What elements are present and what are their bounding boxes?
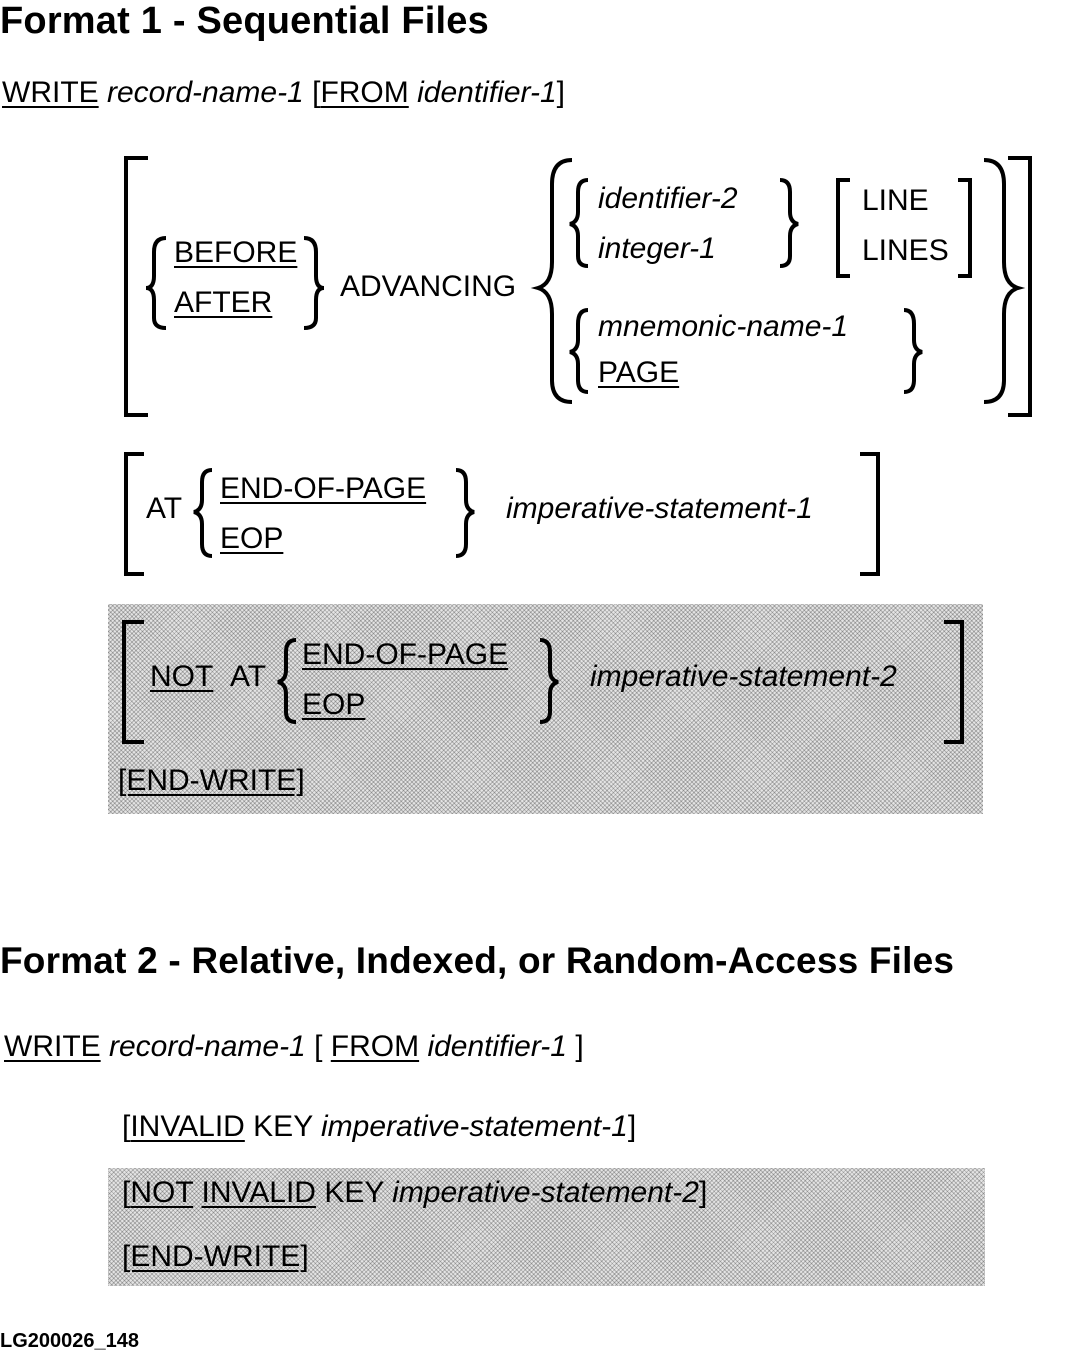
close-bracket: ] xyxy=(575,1030,584,1063)
imperative-statement-2: imperative-statement-2 xyxy=(392,1176,699,1209)
open-bracket: [ xyxy=(314,1030,323,1063)
before-after-left-brace xyxy=(145,236,167,330)
format2-syntax-line: WRITE record-name-1 [ FROM identifier-1 … xyxy=(4,1030,584,1064)
key-keyword: KEY xyxy=(253,1110,313,1143)
not-at-eop-left-brace xyxy=(277,638,297,724)
record-name-1: record-name-1 xyxy=(109,1030,306,1063)
not-keyword: NOT xyxy=(130,1176,194,1209)
at-keyword: AT xyxy=(146,492,183,525)
figure-id: LG200026_148 xyxy=(0,1330,140,1352)
identifier-2: identifier-2 xyxy=(598,182,738,215)
open-bracket: [ xyxy=(122,1176,131,1209)
not-end-of-page-keyword: END-OF-PAGE xyxy=(302,638,509,671)
not-at-eop-right-bracket xyxy=(944,620,964,744)
after-keyword: AFTER xyxy=(174,286,273,319)
integer-1: integer-1 xyxy=(598,232,716,265)
eop-keyword: EOP xyxy=(220,522,284,555)
ident-integer-left-brace xyxy=(569,178,589,268)
from-keyword: FROM xyxy=(320,76,409,109)
page-keyword: PAGE xyxy=(598,356,680,389)
advancing-keyword: ADVANCING xyxy=(340,270,517,303)
close-bracket: ] xyxy=(698,1176,708,1209)
invalid-keyword: INVALID xyxy=(130,1110,245,1143)
end-write-format1: [END-WRITE] xyxy=(118,764,305,797)
not-invalid-key-shading xyxy=(108,1168,985,1286)
mnemonic-page-left-brace xyxy=(569,308,589,394)
format2-heading: Format 2 - Relative, Indexed, or Random-… xyxy=(0,940,955,981)
at-eop-left-brace xyxy=(193,468,213,558)
open-bracket: [ xyxy=(312,76,321,109)
lines-keyword: LINES xyxy=(862,234,949,267)
invalid-key-clause: [INVALID KEY imperative-statement-1] xyxy=(122,1110,636,1144)
close-bracket: ] xyxy=(556,76,565,109)
identifier-1: identifier-1 xyxy=(427,1030,567,1063)
at-eop-right-bracket xyxy=(860,452,880,576)
from-keyword: FROM xyxy=(330,1030,420,1063)
not-at-eop-left-bracket xyxy=(122,620,144,744)
mnemonic-page-right-brace xyxy=(903,308,923,394)
format1-syntax-line: WRITE record-name-1 [FROM identifier-1] xyxy=(2,76,565,110)
not-at-keyword: AT xyxy=(230,660,267,693)
not-eop-keyword: EOP xyxy=(302,688,366,721)
invalid-keyword: INVALID xyxy=(201,1176,316,1209)
line-lines-right-bracket xyxy=(958,178,972,278)
write-keyword: WRITE xyxy=(4,1030,101,1063)
format1-heading: Format 1 - Sequential Files xyxy=(0,0,489,42)
open-bracket: [ xyxy=(122,1110,131,1143)
line-keyword: LINE xyxy=(862,184,929,217)
write-keyword: WRITE xyxy=(2,76,99,109)
end-of-page-keyword: END-OF-PAGE xyxy=(220,472,427,505)
at-eop-right-brace xyxy=(455,468,475,558)
advancing-left-bracket xyxy=(124,156,148,417)
ident-integer-right-brace xyxy=(779,178,799,268)
imperative-statement-1: imperative-statement-1 xyxy=(506,492,813,525)
not-keyword: NOT xyxy=(150,660,214,693)
imperative-statement-2: imperative-statement-2 xyxy=(590,660,897,693)
advancing-group-left-brace xyxy=(530,158,573,404)
end-write-format2: [END-WRITE] xyxy=(122,1240,309,1273)
not-invalid-key-clause: [NOT INVALID KEY imperative-statement-2] xyxy=(122,1176,707,1210)
advancing-right-bracket xyxy=(1008,156,1032,417)
key-keyword: KEY xyxy=(324,1176,384,1209)
before-keyword: BEFORE xyxy=(174,236,298,269)
before-after-right-brace xyxy=(303,236,325,330)
imperative-statement-1: imperative-statement-1 xyxy=(321,1110,628,1143)
not-at-eop-right-brace xyxy=(539,638,559,724)
mnemonic-name-1: mnemonic-name-1 xyxy=(598,310,849,343)
identifier-1: identifier-1 xyxy=(417,76,557,109)
advancing-group-right-brace xyxy=(983,158,1026,404)
at-eop-left-bracket xyxy=(124,452,144,576)
line-lines-left-bracket xyxy=(836,178,850,278)
close-bracket: ] xyxy=(627,1110,637,1143)
record-name-1: record-name-1 xyxy=(107,76,304,109)
